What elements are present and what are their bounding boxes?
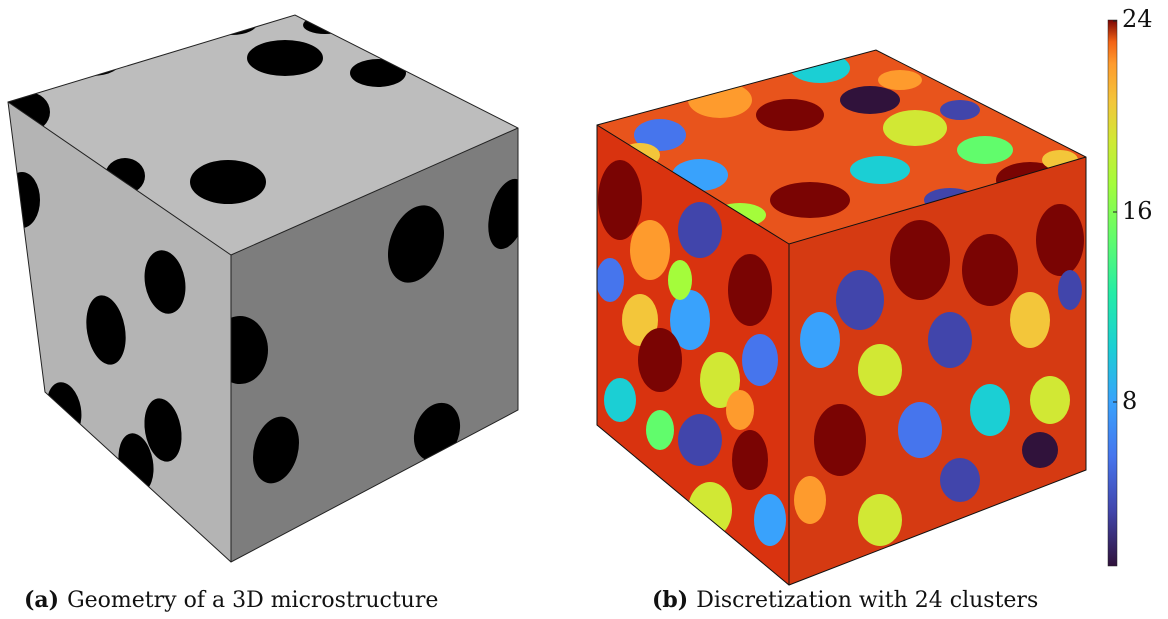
geometry-cube [7,14,519,563]
colorbar-label-24: 24 [1122,5,1153,33]
caption-a-text: Geometry of a 3D microstructure [67,588,439,613]
right-face-clusters [794,204,1084,546]
colorbar-label-16: 16 [1122,197,1153,225]
clustered-cube [596,49,1087,586]
caption-b: (b) Discretization with 24 clusters [652,587,1038,613]
caption-a: (a) Geometry of a 3D microstructure [24,587,438,613]
caption-b-label: (b) [652,587,689,613]
colorbar-gradient [1108,20,1117,566]
cube-right-face [231,128,518,562]
caption-a-label: (a) [24,587,60,613]
colorbar-frame [1107,19,1118,567]
colorbar-label-8: 8 [1122,387,1138,415]
colorbar [1107,19,1118,567]
cube-edges [7,14,519,563]
caption-b-text: Discretization with 24 clusters [696,588,1039,613]
cluster-cube-edges [596,49,1087,586]
